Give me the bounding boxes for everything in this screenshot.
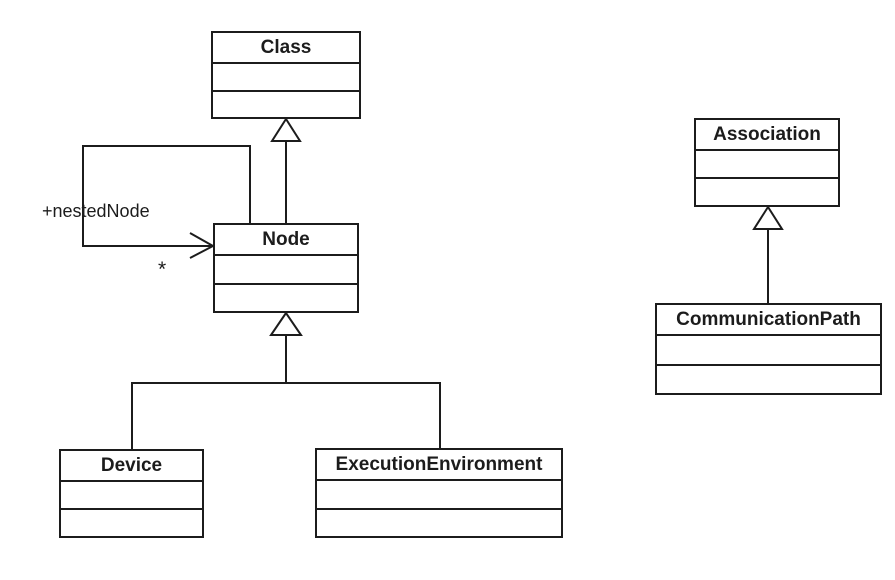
class-name: Node (215, 225, 357, 256)
class-box-communication-path: CommunicationPath (655, 303, 882, 395)
class-box-node: Node (213, 223, 359, 313)
generalization-node-to-class (270, 117, 302, 223)
class-name: Association (696, 120, 838, 151)
class-name: Class (213, 33, 359, 64)
operations-compartment (215, 282, 357, 311)
class-name: Device (61, 451, 202, 482)
hollow-triangle-arrowhead (269, 311, 303, 336)
operations-compartment (213, 89, 359, 117)
class-box-class: Class (211, 31, 361, 119)
hollow-triangle-arrowhead (752, 205, 784, 230)
class-box-device: Device (59, 449, 204, 538)
attributes-compartment (696, 151, 838, 177)
attributes-compartment (61, 482, 202, 508)
nested-node-role-label: +nestedNode (42, 201, 150, 221)
class-box-execution-environment: ExecutionEnvironment (315, 448, 563, 538)
hollow-triangle-arrowhead (270, 117, 302, 142)
generalization-children-to-node (131, 311, 441, 449)
nested-node-multiplicity-label: * (158, 258, 167, 281)
attributes-compartment (657, 336, 880, 364)
attributes-compartment (317, 481, 561, 508)
generalization-communicationpath-to-association (752, 205, 784, 303)
operations-compartment (61, 508, 202, 536)
attributes-compartment (213, 64, 359, 90)
operations-compartment (657, 363, 880, 393)
class-name: CommunicationPath (657, 305, 880, 336)
operations-compartment (317, 507, 561, 536)
class-name: ExecutionEnvironment (317, 450, 561, 481)
class-box-association: Association (694, 118, 840, 207)
attributes-compartment (215, 256, 357, 283)
operations-compartment (696, 177, 838, 205)
